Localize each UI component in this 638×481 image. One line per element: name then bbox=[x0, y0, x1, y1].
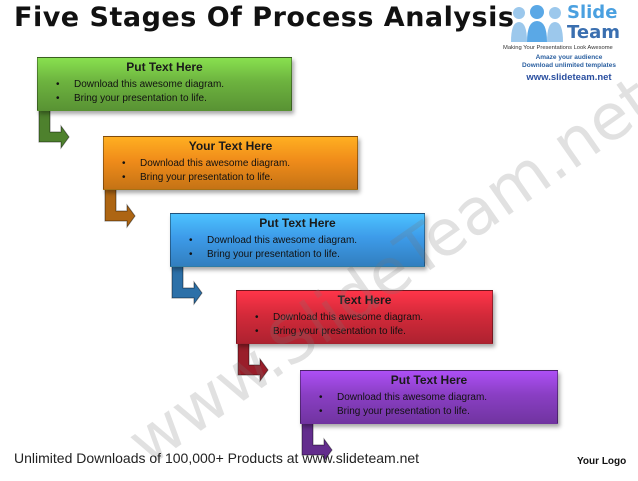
stage-box-2: Your Text HereDownload this awesome diag… bbox=[103, 136, 358, 190]
stage-bullet: Bring your presentation to life. bbox=[319, 405, 487, 419]
stage-connector-arrow bbox=[237, 339, 269, 383]
stage-bullet-list: Download this awesome diagram.Bring your… bbox=[56, 78, 224, 106]
stage-box-4: Text HereDownload this awesome diagram.B… bbox=[236, 290, 493, 344]
stage-title: Put Text Here bbox=[126, 60, 203, 74]
logo-word-team: Team bbox=[567, 22, 620, 43]
your-logo-label: Your Logo bbox=[577, 456, 627, 467]
stage-bullet: Download this awesome diagram. bbox=[319, 391, 487, 405]
logo-url: www.slideteam.net bbox=[526, 72, 612, 83]
logo-tagline: Making Your Presentations Look Awesome bbox=[503, 45, 613, 51]
stage-connector-arrow bbox=[104, 185, 136, 229]
slideteam-logo: Slide Team Making Your Presentations Loo… bbox=[503, 2, 635, 92]
stage-title: Put Text Here bbox=[259, 216, 336, 230]
stage-title: Put Text Here bbox=[390, 373, 468, 387]
stage-bullet: Download this awesome diagram. bbox=[122, 157, 290, 171]
stage-bullet-list: Download this awesome diagram.Bring your… bbox=[189, 234, 357, 262]
stage-bullet: Bring your presentation to life. bbox=[56, 92, 224, 106]
stage-bullet-list: Download this awesome diagram.Bring your… bbox=[122, 157, 290, 185]
logo-word-slide: Slide bbox=[567, 2, 618, 23]
stage-box-5: Put Text HereDownload this awesome diagr… bbox=[300, 370, 558, 424]
stage-bullet: Bring your presentation to life. bbox=[189, 248, 357, 262]
stage-bullet: Download this awesome diagram. bbox=[56, 78, 224, 92]
stage-connector-arrow bbox=[38, 106, 70, 150]
stage-bullet: Download this awesome diagram. bbox=[189, 234, 357, 248]
stage-bullet-list: Download this awesome diagram.Bring your… bbox=[319, 391, 487, 419]
logo-line-amaze: Amaze your audience bbox=[535, 54, 603, 61]
stage-title: Text Here bbox=[337, 293, 392, 307]
stage-bullet-list: Download this awesome diagram.Bring your… bbox=[255, 311, 423, 339]
people-icon bbox=[511, 5, 563, 42]
logo-line-download: Download unlimited templates bbox=[522, 62, 616, 69]
page-title: Five Stages Of Process Analysis bbox=[14, 2, 515, 33]
stage-title: Your Text Here bbox=[188, 139, 273, 153]
footer-text: Unlimited Downloads of 100,000+ Products… bbox=[14, 450, 420, 466]
stage-connector-arrow bbox=[171, 262, 203, 306]
stage-bullet: Bring your presentation to life. bbox=[255, 325, 423, 339]
stage-bullet: Download this awesome diagram. bbox=[255, 311, 423, 325]
stage-bullet: Bring your presentation to life. bbox=[122, 171, 290, 185]
stage-connector-arrow bbox=[301, 419, 333, 463]
stage-box-3: Put Text HereDownload this awesome diagr… bbox=[170, 213, 425, 267]
stage-box-1: Put Text HereDownload this awesome diagr… bbox=[37, 57, 292, 111]
